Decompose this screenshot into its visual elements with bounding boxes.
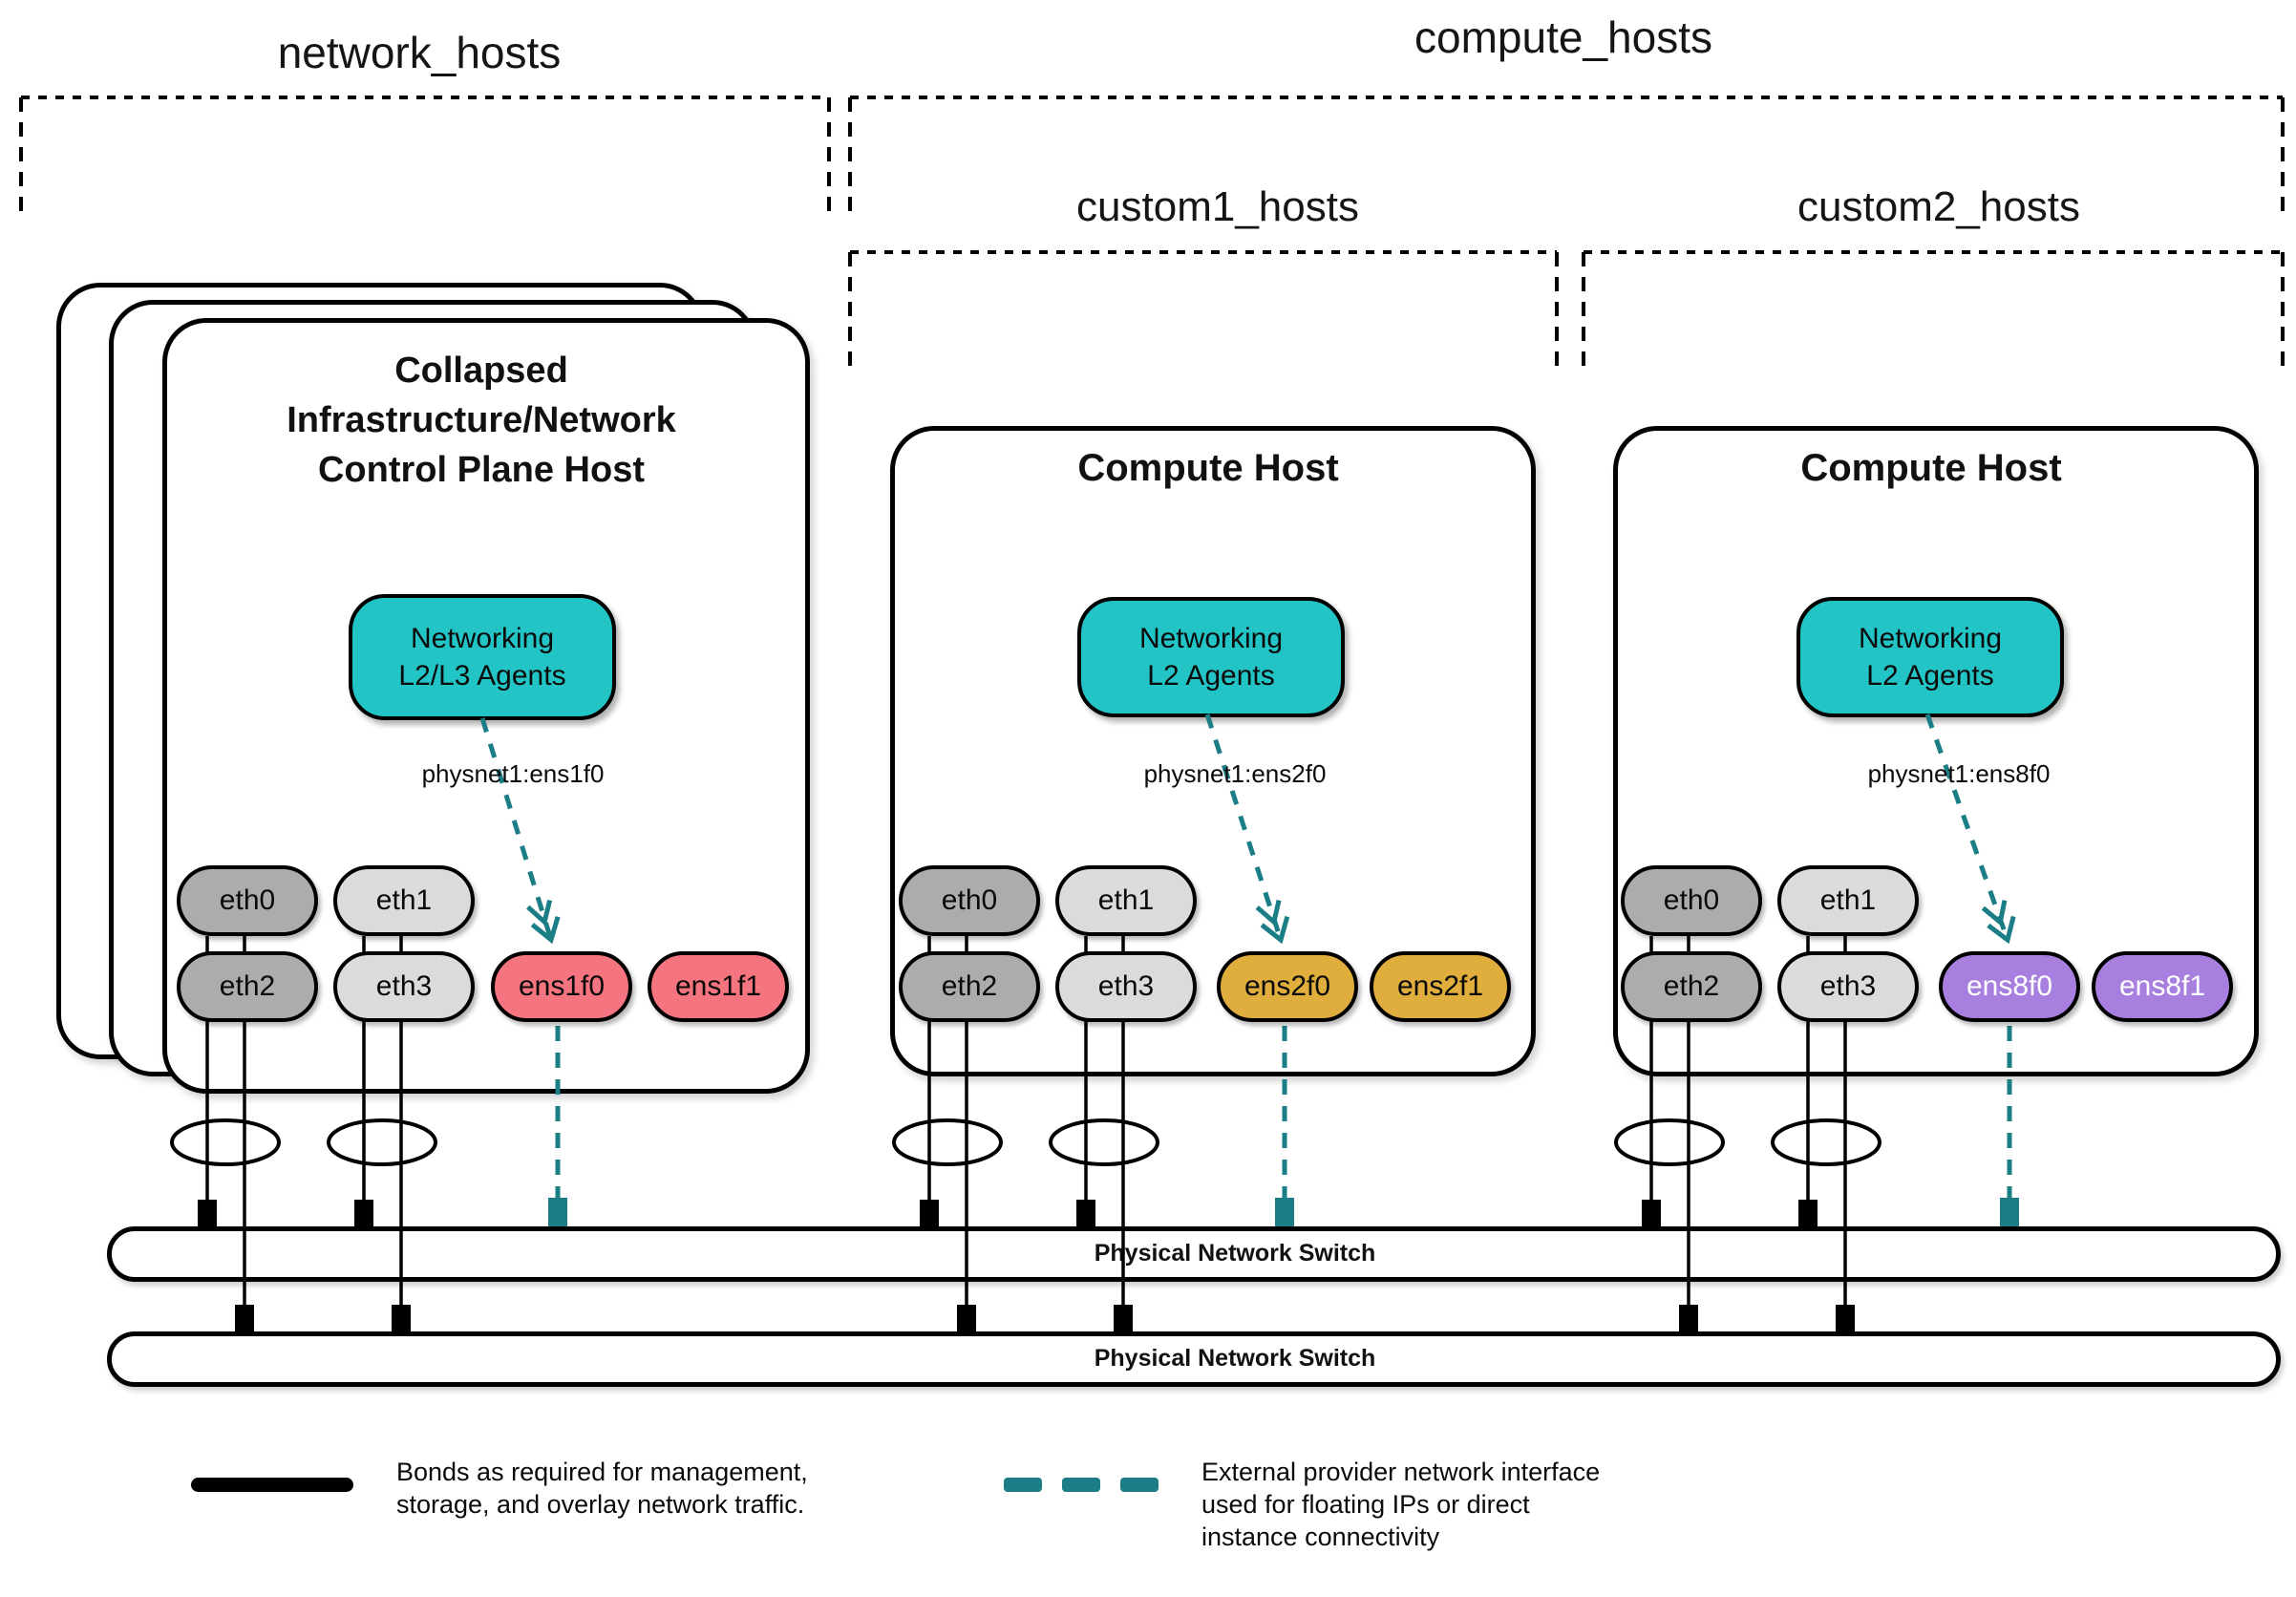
nic-pill-ens1f1: ens1f1 (648, 951, 789, 1022)
legend-bond-line-swatch (191, 1478, 353, 1492)
agent-box-compute-1: Networking L2 Agents (1077, 597, 1345, 717)
nic-pill-eth0: eth0 (1621, 865, 1762, 936)
bond-ellipse (892, 1118, 1003, 1166)
agent-label-line2: L2 Agents (1147, 660, 1275, 692)
legend-external-line-swatch (1004, 1478, 1042, 1492)
physical-network-switch-1 (107, 1226, 2281, 1282)
group-label-compute-hosts: compute_hosts (1414, 12, 1712, 62)
switch-1-label: Physical Network Switch (1094, 1240, 1376, 1267)
nic-pill-ens1f0: ens1f0 (491, 951, 632, 1022)
nic-pill-eth1: eth1 (1055, 865, 1197, 936)
group-label-custom1-hosts: custom1_hosts (1076, 183, 1359, 230)
control-plane-host-title: Collapsed Infrastructure/Network Control… (195, 346, 768, 495)
bond-ellipses (170, 1118, 1881, 1166)
nic-pill-eth2: eth2 (899, 951, 1040, 1022)
nic-pill-eth1: eth1 (333, 865, 475, 936)
physical-network-switch-2 (107, 1331, 2281, 1387)
nic-pill-eth2: eth2 (177, 951, 318, 1022)
legend-external-text-line2: used for floating IPs or direct (1201, 1490, 1530, 1519)
legend-external-text: External provider network interface used… (1201, 1456, 1736, 1553)
legend-bond-text-line2: storage, and overlay network traffic. (396, 1490, 805, 1519)
agent-label-line1: Networking (410, 623, 555, 654)
agent-box-compute-2: Networking L2 Agents (1796, 597, 2064, 717)
physnet-label-control-plane: physnet1:ens1f0 (421, 759, 605, 788)
nic-pill-ens2f0: ens2f0 (1217, 951, 1358, 1022)
nic-pill-eth3: eth3 (333, 951, 475, 1022)
nic-pill-ens2f1: ens2f1 (1370, 951, 1511, 1022)
physnet-label-compute-2: physnet1:ens8f0 (1867, 759, 2051, 788)
legend-external-line-swatch (1120, 1478, 1159, 1492)
legend-external-line-swatch (1062, 1478, 1100, 1492)
physnet-label-compute-1: physnet1:ens2f0 (1143, 759, 1327, 788)
bracket-custom1-hosts (848, 250, 1559, 376)
agent-label-line1: Networking (1138, 623, 1284, 654)
bond-ellipse (1614, 1118, 1725, 1166)
nic-pill-ens8f1: ens8f1 (2092, 951, 2233, 1022)
nic-pill-ens8f0: ens8f0 (1939, 951, 2080, 1022)
agent-label-line2: L2 Agents (1866, 660, 1994, 692)
nic-pill-eth0: eth0 (899, 865, 1040, 936)
legend-external-text-line1: External provider network interface (1201, 1458, 1601, 1486)
bond-ellipse (170, 1118, 281, 1166)
nic-pill-eth1: eth1 (1777, 865, 1919, 936)
legend-bond-text: Bonds as required for management, storag… (396, 1456, 931, 1521)
bond-ellipse (327, 1118, 437, 1166)
bracket-custom2-hosts (1582, 250, 2285, 376)
agent-box-control-plane: Networking L2/L3 Agents (349, 594, 616, 720)
agent-label-line2: L2/L3 Agents (398, 660, 566, 692)
control-plane-title-line1: Collapsed (394, 351, 568, 391)
bracket-network-hosts (19, 96, 831, 220)
nic-pill-eth2: eth2 (1621, 951, 1762, 1022)
group-label-network-hosts: network_hosts (277, 28, 562, 77)
compute-host-2-title: Compute Host (1800, 447, 2062, 489)
group-label-custom2-hosts: custom2_hosts (1797, 183, 2080, 230)
compute-host-1-title: Compute Host (1077, 447, 1339, 489)
control-plane-title-line3: Control Plane Host (317, 450, 646, 490)
bond-ellipse (1771, 1118, 1881, 1166)
legend-bond-text-line1: Bonds as required for management, (396, 1458, 808, 1486)
control-plane-title-line2: Infrastructure/Network (287, 400, 676, 440)
legend-external-text-line3: instance connectivity (1201, 1522, 1440, 1551)
switch-2-label: Physical Network Switch (1094, 1345, 1376, 1372)
provider-connectors (548, 1198, 2019, 1226)
bond-ellipse (1049, 1118, 1159, 1166)
nic-pill-eth3: eth3 (1055, 951, 1197, 1022)
nic-pill-eth0: eth0 (177, 865, 318, 936)
nic-pill-eth3: eth3 (1777, 951, 1919, 1022)
agent-label-line1: Networking (1858, 623, 2003, 654)
